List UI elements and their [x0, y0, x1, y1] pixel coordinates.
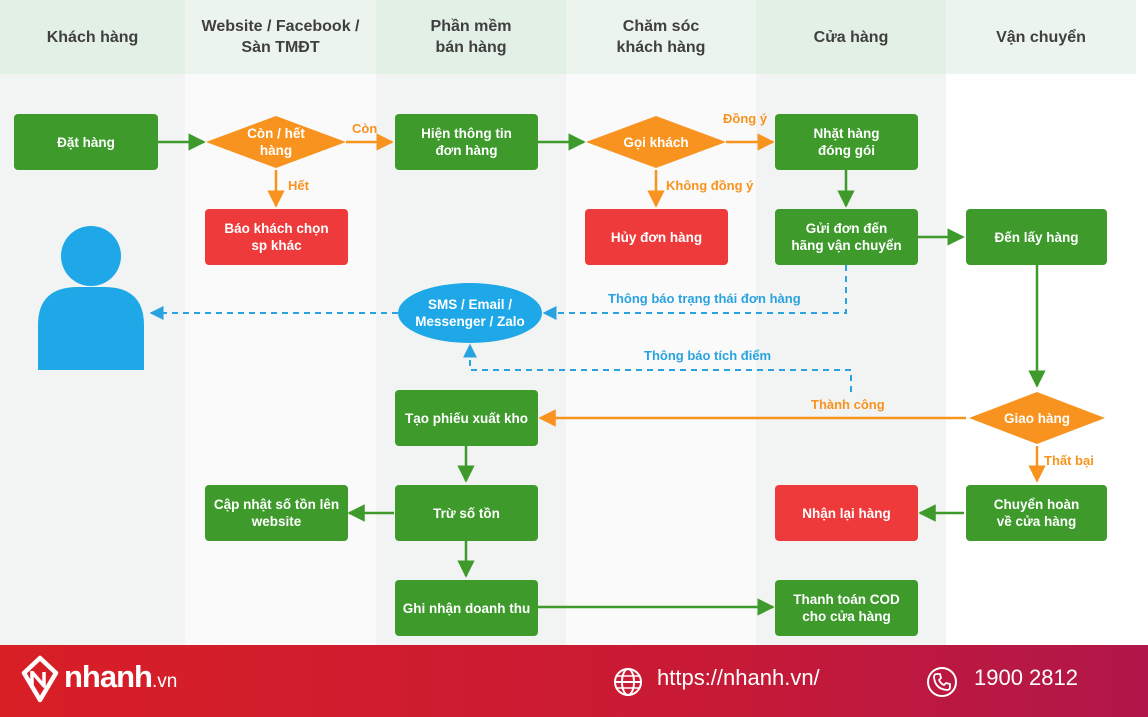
connectors: [38, 116, 1105, 616]
label-giao-hang: Giao hàng: [1003, 410, 1070, 426]
decision-giao-hang: [969, 392, 1105, 444]
sms-email-node: [398, 283, 542, 343]
edge-label-that-bai: Thất bại: [1044, 453, 1094, 468]
label-con-het-hang: Còn / hết hàng: [247, 126, 305, 158]
node-cap-nhat-so-ton: Cập nhật số tồn lên website: [205, 485, 348, 541]
lane-header-shipping: Vận chuyển: [946, 0, 1136, 74]
customer-person-icon: [38, 226, 144, 370]
globe-icon: [614, 668, 642, 696]
node-den-lay-hang: Đến lấy hàng: [966, 209, 1107, 265]
node-nhan-lai-hang: Nhận lại hàng: [775, 485, 918, 541]
lane-header-software: Phần mềm bán hàng: [376, 0, 566, 74]
footer-website-link[interactable]: https://nhanh.vn/: [657, 665, 820, 690]
node-tao-phieu-xuat-kho: Tạo phiếu xuất kho: [395, 390, 538, 446]
edge-label-thong-bao-trang-thai: Thông báo trạng thái đơn hàng: [608, 291, 801, 306]
node-gui-don: Gửi đơn đến hãng vận chuyển: [775, 209, 918, 265]
node-dat-hang: Đặt hàng: [14, 114, 158, 170]
node-hien-thong-tin: Hiện thông tin đơn hàng: [395, 114, 538, 170]
edge-label-con: Còn: [352, 121, 378, 136]
decision-con-het-hang: [206, 116, 346, 168]
node-tru-so-ton: Trừ số tồn: [395, 485, 538, 541]
node-ghi-nhan-doanh-thu: Ghi nhận doanh thu: [395, 580, 538, 636]
lane-header-care: Chăm sóc khách hàng: [566, 0, 756, 74]
phone-icon: [927, 667, 957, 697]
brand-suffix: .vn: [152, 671, 178, 692]
node-thanh-toan-cod: Thanh toán COD cho cửa hàng: [775, 580, 918, 636]
footer-phone-number[interactable]: 1900 2812: [974, 665, 1078, 690]
node-bao-khach-chon: Báo khách chọn sp khác: [205, 209, 348, 265]
edge-label-khong-dong-y: Không đồng ý: [666, 178, 754, 193]
lane-header-store: Cửa hàng: [756, 0, 946, 74]
node-huy-don-hang: Hủy đơn hàng: [585, 209, 728, 265]
edge-label-thanh-cong: Thành công: [811, 397, 885, 412]
lane-header-website: Website / Facebook / Sàn TMĐT: [185, 0, 376, 74]
edge-label-dong-y: Đồng ý: [723, 111, 768, 126]
decision-goi-khach: [586, 116, 726, 168]
lane-header-customer: Khách hàng: [0, 0, 185, 74]
nhanh-logo-icon: [21, 655, 59, 703]
edge-label-thong-bao-tich-diem: Thông báo tích điểm: [644, 348, 772, 363]
label-goi-khach: Gọi khách: [623, 134, 689, 150]
lane-bg-care: [566, 0, 756, 645]
edge-giaohang-sms: [463, 343, 852, 392]
brand-name: nhanh: [64, 659, 153, 694]
edge-guidon-sms: [542, 265, 847, 320]
node-nhat-hang: Nhặt hàng đóng gói: [775, 114, 918, 170]
footer-banner: nhanh.vn https://nhanh.vn/ 1900 2812: [0, 645, 1148, 717]
brand-logo[interactable]: nhanh.vn: [64, 659, 177, 695]
label-sms-email: SMS / Email / Messenger / Zalo: [415, 297, 525, 329]
node-chuyen-hoan: Chuyển hoàn về cửa hàng: [966, 485, 1107, 541]
edge-label-het: Hết: [288, 178, 309, 193]
